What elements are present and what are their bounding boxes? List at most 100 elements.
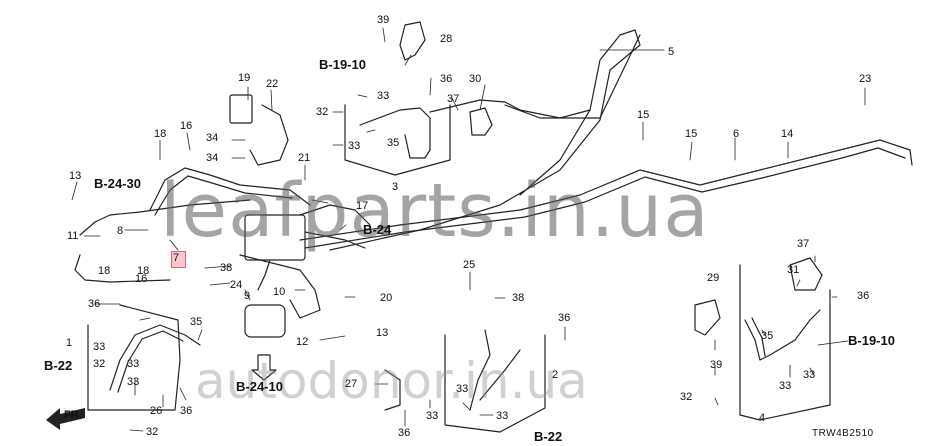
part-label[interactable]: 13	[376, 327, 389, 339]
diagram-code: TRW4B2510	[812, 428, 874, 439]
brake-line-top-loop	[429, 99, 591, 119]
part-label[interactable]: 2	[552, 369, 559, 381]
part-label[interactable]: 32	[93, 358, 106, 370]
modulator-bracket	[239, 254, 321, 319]
part-label[interactable]: 12	[296, 336, 309, 348]
part-label[interactable]: 18	[98, 265, 111, 277]
ref-b-24-10[interactable]: B-24-10	[236, 379, 283, 394]
part-label[interactable]: 13	[69, 170, 82, 182]
bracket-31	[789, 257, 823, 291]
lines-to-9	[257, 259, 271, 291]
part-label[interactable]: 16	[135, 273, 148, 285]
part-label[interactable]: 24	[230, 279, 243, 291]
callout-box-2	[444, 334, 546, 433]
part-label[interactable]: 33	[779, 380, 792, 392]
part-label[interactable]: 36	[857, 290, 870, 302]
ref-b-19-10-right[interactable]: B-19-10	[848, 333, 895, 348]
bracket-29	[694, 299, 721, 336]
part-label[interactable]: 6	[733, 128, 740, 140]
brake-line-11b	[74, 254, 171, 283]
part-label[interactable]: 33	[348, 140, 361, 152]
part-label[interactable]: 10	[273, 286, 286, 298]
brake-line-5-outer	[504, 34, 641, 119]
watermark-bottom: autodonor.in.ua	[195, 352, 588, 410]
part-label[interactable]: 39	[377, 14, 390, 26]
part-label[interactable]: 33	[127, 376, 140, 388]
part-label[interactable]: 27	[345, 378, 358, 390]
part-label[interactable]: 33	[377, 90, 390, 102]
part-label[interactable]: 17	[356, 200, 369, 212]
part-label[interactable]: 38	[220, 262, 233, 274]
part-label[interactable]: 8	[117, 225, 124, 237]
ref-b-22-left[interactable]: B-22	[44, 358, 73, 373]
ref-b-24-30[interactable]: B-24-30	[94, 176, 141, 191]
part-label[interactable]: 1	[66, 337, 73, 349]
part-label[interactable]: 33	[496, 410, 509, 422]
part-label[interactable]: 35	[190, 316, 203, 328]
bracket-22	[249, 104, 289, 166]
brake-line-6	[299, 139, 913, 241]
modulator-body	[244, 214, 306, 261]
part-label[interactable]: 20	[380, 292, 393, 304]
part-label[interactable]: 34	[206, 132, 219, 144]
part-label[interactable]: 11	[67, 230, 79, 242]
ref-b-19-10-top[interactable]: B-19-10	[319, 57, 366, 72]
part-label[interactable]: 23	[859, 73, 872, 85]
part-label[interactable]: 21	[298, 152, 311, 164]
part-label[interactable]: 32	[316, 106, 329, 118]
part-label[interactable]: 36	[558, 312, 571, 324]
part-label[interactable]: 37	[797, 238, 810, 250]
watermark-top: leafparts.in.ua	[160, 168, 710, 254]
part-label[interactable]: 18	[137, 265, 150, 277]
part-label[interactable]: 39	[710, 359, 723, 371]
part-label[interactable]: 15	[685, 128, 698, 140]
part-label[interactable]: 35	[761, 330, 774, 342]
part-label[interactable]: 18	[154, 128, 167, 140]
part-label[interactable]: 4	[759, 412, 766, 424]
part-label[interactable]: 28	[440, 33, 453, 45]
part-label[interactable]: 34	[206, 152, 219, 164]
part-label[interactable]: 36	[440, 73, 453, 85]
part-label[interactable]: 3	[392, 181, 399, 193]
part-label[interactable]: 29	[707, 272, 720, 284]
hose-1b	[117, 330, 184, 393]
part-label[interactable]: 36	[180, 405, 193, 417]
ref-b-22-bottom[interactable]: B-22	[534, 429, 563, 444]
part-label[interactable]: 22	[266, 78, 279, 90]
part-label[interactable]: 15	[637, 109, 650, 121]
part-label[interactable]: 33	[803, 369, 816, 381]
part-label[interactable]: 33	[426, 410, 439, 422]
part-label[interactable]: 5	[668, 46, 675, 58]
part-label[interactable]: 30	[469, 73, 482, 85]
part-label[interactable]: 35	[387, 137, 400, 149]
part-label[interactable]: 16	[180, 120, 193, 132]
part-label[interactable]: 36	[88, 298, 101, 310]
part-label[interactable]: 37	[447, 93, 460, 105]
part-label[interactable]: 32	[680, 391, 693, 403]
front-label: FR.	[64, 409, 82, 421]
part-label[interactable]: 36	[398, 427, 411, 439]
callout-box-3	[344, 104, 451, 176]
ref-b-24[interactable]: B-24	[363, 222, 392, 237]
brake-line-7-loop	[149, 167, 311, 211]
part-label[interactable]: 32	[146, 426, 159, 438]
part-label[interactable]: 9	[244, 290, 251, 302]
part-label[interactable]: 7	[173, 252, 180, 264]
part-label[interactable]: 14	[781, 128, 794, 140]
front-arrow-icon	[46, 408, 85, 430]
part-label[interactable]: 33	[93, 341, 106, 353]
part-28	[399, 21, 426, 61]
hose-1	[109, 324, 201, 391]
part-label[interactable]: 19	[238, 72, 251, 84]
abs-unit	[244, 304, 286, 338]
part-label[interactable]: 38	[512, 292, 525, 304]
hose-4	[744, 309, 821, 361]
part-label[interactable]: 25	[463, 259, 476, 271]
hose-3	[359, 107, 431, 159]
part-label[interactable]: 33	[456, 383, 469, 395]
part-label[interactable]: 31	[787, 264, 800, 276]
part-label[interactable]: 26	[150, 405, 163, 417]
part-label[interactable]: 33	[127, 358, 140, 370]
callout-box-1	[87, 304, 181, 411]
